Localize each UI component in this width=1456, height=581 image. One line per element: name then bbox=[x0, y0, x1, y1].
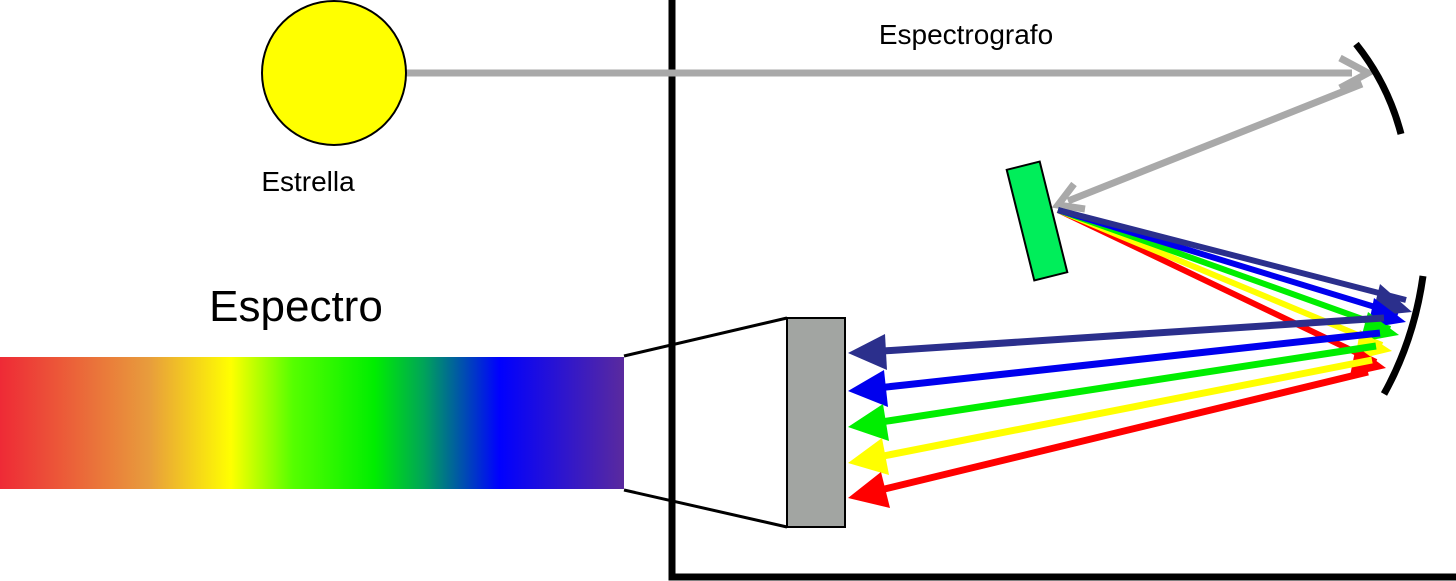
beam-navy-in-arrowhead bbox=[848, 334, 887, 370]
collimated-beam bbox=[1066, 80, 1364, 205]
beam-red-in bbox=[867, 368, 1369, 497]
beam-navy-out bbox=[1057, 207, 1407, 303]
zoom-line-top bbox=[623, 316, 788, 358]
beam-red-in-arrowhead bbox=[848, 472, 890, 508]
diffraction-grating-icon bbox=[1005, 160, 1069, 282]
beam-blue-in bbox=[867, 329, 1381, 393]
beam-yellow-in-arrowhead bbox=[848, 438, 889, 475]
spectrum-bar bbox=[0, 357, 624, 489]
beam-navy-in bbox=[867, 314, 1385, 356]
incoming-beam-arrowhead bbox=[1338, 54, 1376, 92]
detector-icon bbox=[786, 317, 846, 528]
beam-green-in-arrowhead bbox=[848, 404, 889, 441]
star-label: Estrella bbox=[261, 166, 355, 197]
collimator-mirror-icon bbox=[1353, 41, 1405, 135]
spectrograph-label: Espectrografo bbox=[879, 19, 1053, 50]
beam-yellow-in bbox=[867, 356, 1373, 463]
beam-green-in bbox=[867, 342, 1377, 428]
beam-blue-in-arrowhead bbox=[848, 370, 888, 407]
focused-beams bbox=[848, 314, 1385, 508]
spectrum-label: Espectro bbox=[209, 282, 383, 331]
collimated-beam-arrowhead bbox=[1051, 181, 1086, 213]
star-circle bbox=[261, 0, 407, 146]
camera-mirror-icon bbox=[1380, 275, 1427, 396]
spectrograph-enclosure bbox=[668, 0, 1456, 581]
zoom-line-bottom bbox=[623, 488, 788, 529]
